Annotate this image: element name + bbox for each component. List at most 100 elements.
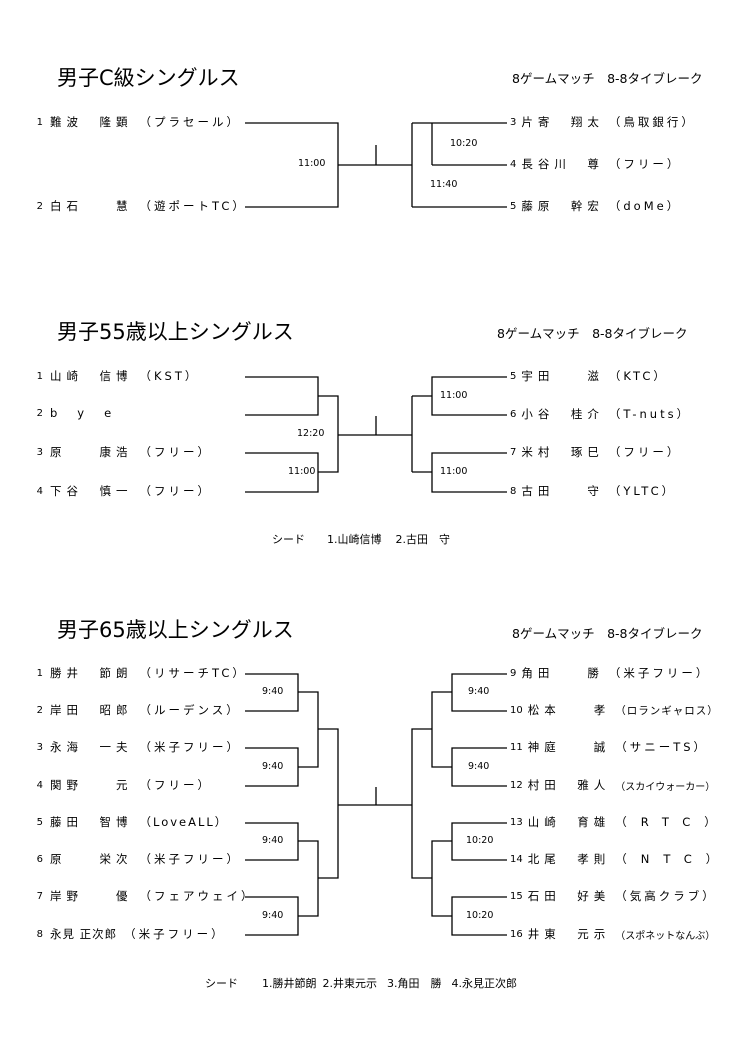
seed-number: 12 <box>510 779 523 791</box>
match-time: 11:00 <box>288 466 316 477</box>
seed-number: 2 <box>36 704 43 716</box>
player-name: 松本 孝 <box>527 703 611 717</box>
player-club: （気高クラブ） <box>615 889 717 903</box>
seed-number: 9 <box>510 667 517 679</box>
player-club: （NTC） <box>615 852 732 866</box>
left-player: 8 永見 正次郎 （米子フリー） <box>33 926 226 942</box>
right-player: 11 神庭 誠 （サニーTS） <box>510 739 708 755</box>
match-time: 12:20 <box>297 428 325 439</box>
seed-number: 15 <box>510 890 523 902</box>
player-club: （米子フリー） <box>124 927 226 941</box>
player-club: （米子フリー） <box>139 852 241 866</box>
seed-number: 16 <box>510 928 523 940</box>
match-time: 11:00 <box>440 390 468 401</box>
left-player: 1 難波 隆顕 （プラセール） <box>33 114 241 130</box>
player-name: 村田 雅人 <box>527 778 611 792</box>
player-name: 石田 好美 <box>527 889 611 903</box>
match-time: 9:40 <box>262 835 284 846</box>
seed-number: 10 <box>510 704 523 716</box>
player-club: （フリー） <box>139 445 212 459</box>
right-player: 16 井東 元示 （スポネットなんぶ） <box>510 926 715 942</box>
seed-entry: 2.井東元示 <box>322 977 378 990</box>
player-club: （米子フリー） <box>139 740 241 754</box>
player-name: 永海 一夫 <box>50 740 133 754</box>
player-name: 宇田 滋 <box>521 369 604 383</box>
seed-number: 1 <box>36 667 43 679</box>
seed-number: 3 <box>36 741 43 753</box>
player-name: 山崎 信博 <box>50 369 133 383</box>
seed-number: 2 <box>36 200 43 212</box>
player-name: 片寄 翔太 <box>521 115 604 129</box>
right-player: 14 北尾 孝則 （NTC） <box>510 851 731 867</box>
player-name: 白石 慧 <box>50 199 133 213</box>
player-club: （リサーチTC） <box>139 666 247 680</box>
seed-number: 5 <box>36 816 43 828</box>
left-player: 2 白石 慧 （遊ポートTC） <box>33 198 247 214</box>
player-club: （フリー） <box>139 778 212 792</box>
player-club: （KTC） <box>608 369 668 383</box>
left-player: 2 岸田 昭郎 （ルーデンス） <box>33 702 241 718</box>
player-name: 岸野 優 <box>50 889 133 903</box>
match-time: 9:40 <box>468 686 490 697</box>
player-name: 角田 勝 <box>521 666 604 680</box>
section-title-c-class: 男子C級シングルス <box>57 66 240 90</box>
seed-number: 11 <box>510 741 523 753</box>
right-player: 9 角田 勝 （米子フリー） <box>510 665 710 681</box>
player-name: 下谷 慎一 <box>50 484 133 498</box>
player-club: （YLTC） <box>608 484 677 498</box>
match-time: 9:40 <box>468 761 490 772</box>
player-name-bye: bye <box>50 406 132 420</box>
player-name: 米村 琢巳 <box>521 445 604 459</box>
match-time: 10:20 <box>450 138 478 149</box>
seed-label: シード <box>205 977 238 990</box>
left-player: 1 勝井 節朗 （リサーチTC） <box>33 665 247 681</box>
player-name: 古田 守 <box>521 484 604 498</box>
right-player: 7 米村 琢巳 （フリー） <box>510 444 681 460</box>
seed-number: 13 <box>510 816 523 828</box>
player-club: （ロランギャロス） <box>615 704 719 717</box>
seed-number: 6 <box>510 408 517 420</box>
left-player: 4 関野 元 （フリー） <box>33 777 212 793</box>
section-title-65: 男子65歳以上シングルス <box>57 618 294 642</box>
seed-number: 4 <box>36 779 43 791</box>
seed-number: 3 <box>36 446 43 458</box>
player-club: （遊ポートTC） <box>139 199 247 213</box>
right-player: 13 山崎 育雄 （RTC） <box>510 814 730 830</box>
player-name: 藤原 幹宏 <box>521 199 604 213</box>
left-player: 3 原 康浩 （フリー） <box>33 444 212 460</box>
player-name: 神庭 誠 <box>527 740 611 754</box>
seed-number: 7 <box>36 890 43 902</box>
player-name: 山崎 育雄 <box>527 815 611 829</box>
seed-number: 5 <box>510 200 517 212</box>
match-time: 11:00 <box>298 158 326 169</box>
seed-number: 14 <box>510 853 523 865</box>
section-title-55: 男子55歳以上シングルス <box>57 320 294 344</box>
player-name: 永見 正次郎 <box>50 927 118 941</box>
seed-label: シード <box>272 533 305 546</box>
match-rule: 8ゲームマッチ 8-8タイブレーク <box>512 626 703 641</box>
match-time: 11:00 <box>440 466 468 477</box>
player-club: （LoveALL） <box>139 815 229 829</box>
left-player: 6 原 栄次 （米子フリー） <box>33 851 241 867</box>
player-club: （フリー） <box>608 445 682 459</box>
match-rule: 8ゲームマッチ 8-8タイブレーク <box>512 71 703 86</box>
player-club: （スカイウォーカー） <box>615 781 716 793</box>
player-name: 原 栄次 <box>50 852 133 866</box>
player-name: 関野 元 <box>50 778 133 792</box>
player-name: 小谷 桂介 <box>521 407 604 421</box>
right-player: 4 長谷川 尊 （フリー） <box>510 156 681 172</box>
match-time: 9:40 <box>262 910 284 921</box>
seed-number: 1 <box>36 116 43 128</box>
seed-entry: 1.勝井節朗 <box>262 977 317 990</box>
left-player: 4 下谷 慎一 （フリー） <box>33 483 212 499</box>
right-player: 15 石田 好美 （気高クラブ） <box>510 888 717 904</box>
seed-number: 7 <box>510 446 517 458</box>
seed-entry: 3.角田 勝 <box>387 977 442 990</box>
left-player: 2 bye <box>33 406 131 420</box>
player-club: （サニーTS） <box>615 740 709 754</box>
player-name: 藤田 智博 <box>50 815 133 829</box>
right-player: 5 宇田 滋 （KTC） <box>510 368 668 384</box>
player-club: （RTC） <box>615 815 730 829</box>
